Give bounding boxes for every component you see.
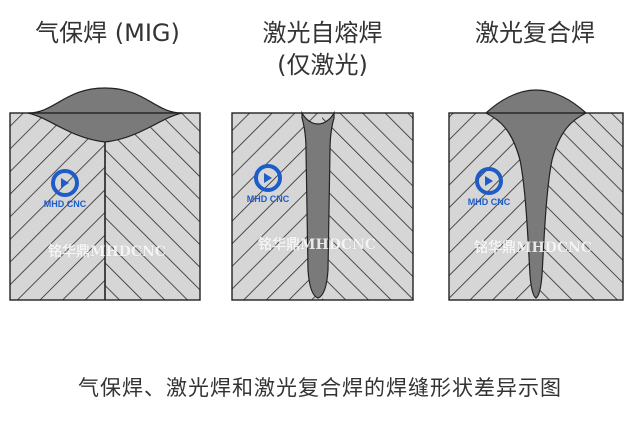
mig-title: 气保焊 (MIG) [35, 19, 180, 47]
figure-caption: 气保焊、激光焊和激光复合焊的焊缝形状差异示图 [78, 376, 562, 400]
mig-base-right [105, 113, 200, 300]
laser-frame [231, 112, 414, 301]
mig-panel [9, 87, 201, 301]
laser-weld-keyhole [301, 110, 335, 299]
mig-frame [9, 112, 201, 301]
watermark-text-2: 铭华鼎MHDCNC [258, 237, 376, 253]
laser-subtitle: (仅激光) [277, 51, 368, 79]
watermark-logo-text-2: MHD CNC [247, 194, 290, 204]
watermark-logo-1: MHD CNC [44, 169, 87, 209]
laser-base-right [322, 113, 413, 300]
watermark-logo-2: MHD CNC [247, 164, 290, 204]
mig-base-left [10, 113, 105, 300]
watermark-logo-3: MHD CNC [468, 167, 511, 207]
hybrid-frame [448, 112, 624, 301]
hybrid-title: 激光复合焊 [475, 19, 595, 47]
watermark-text-1: 铭华鼎MHDCNC [48, 244, 166, 260]
watermark-logo-text-1: MHD CNC [44, 199, 87, 209]
hybrid-panel [448, 89, 624, 301]
watermark-logo-text-3: MHD CNC [468, 197, 511, 207]
watermark-text-3: 铭华鼎MHDCNC [474, 240, 592, 256]
laser-title: 激光自熔焊 [262, 19, 383, 47]
hybrid-weld-bead [484, 89, 588, 299]
laser-panel [231, 110, 414, 301]
